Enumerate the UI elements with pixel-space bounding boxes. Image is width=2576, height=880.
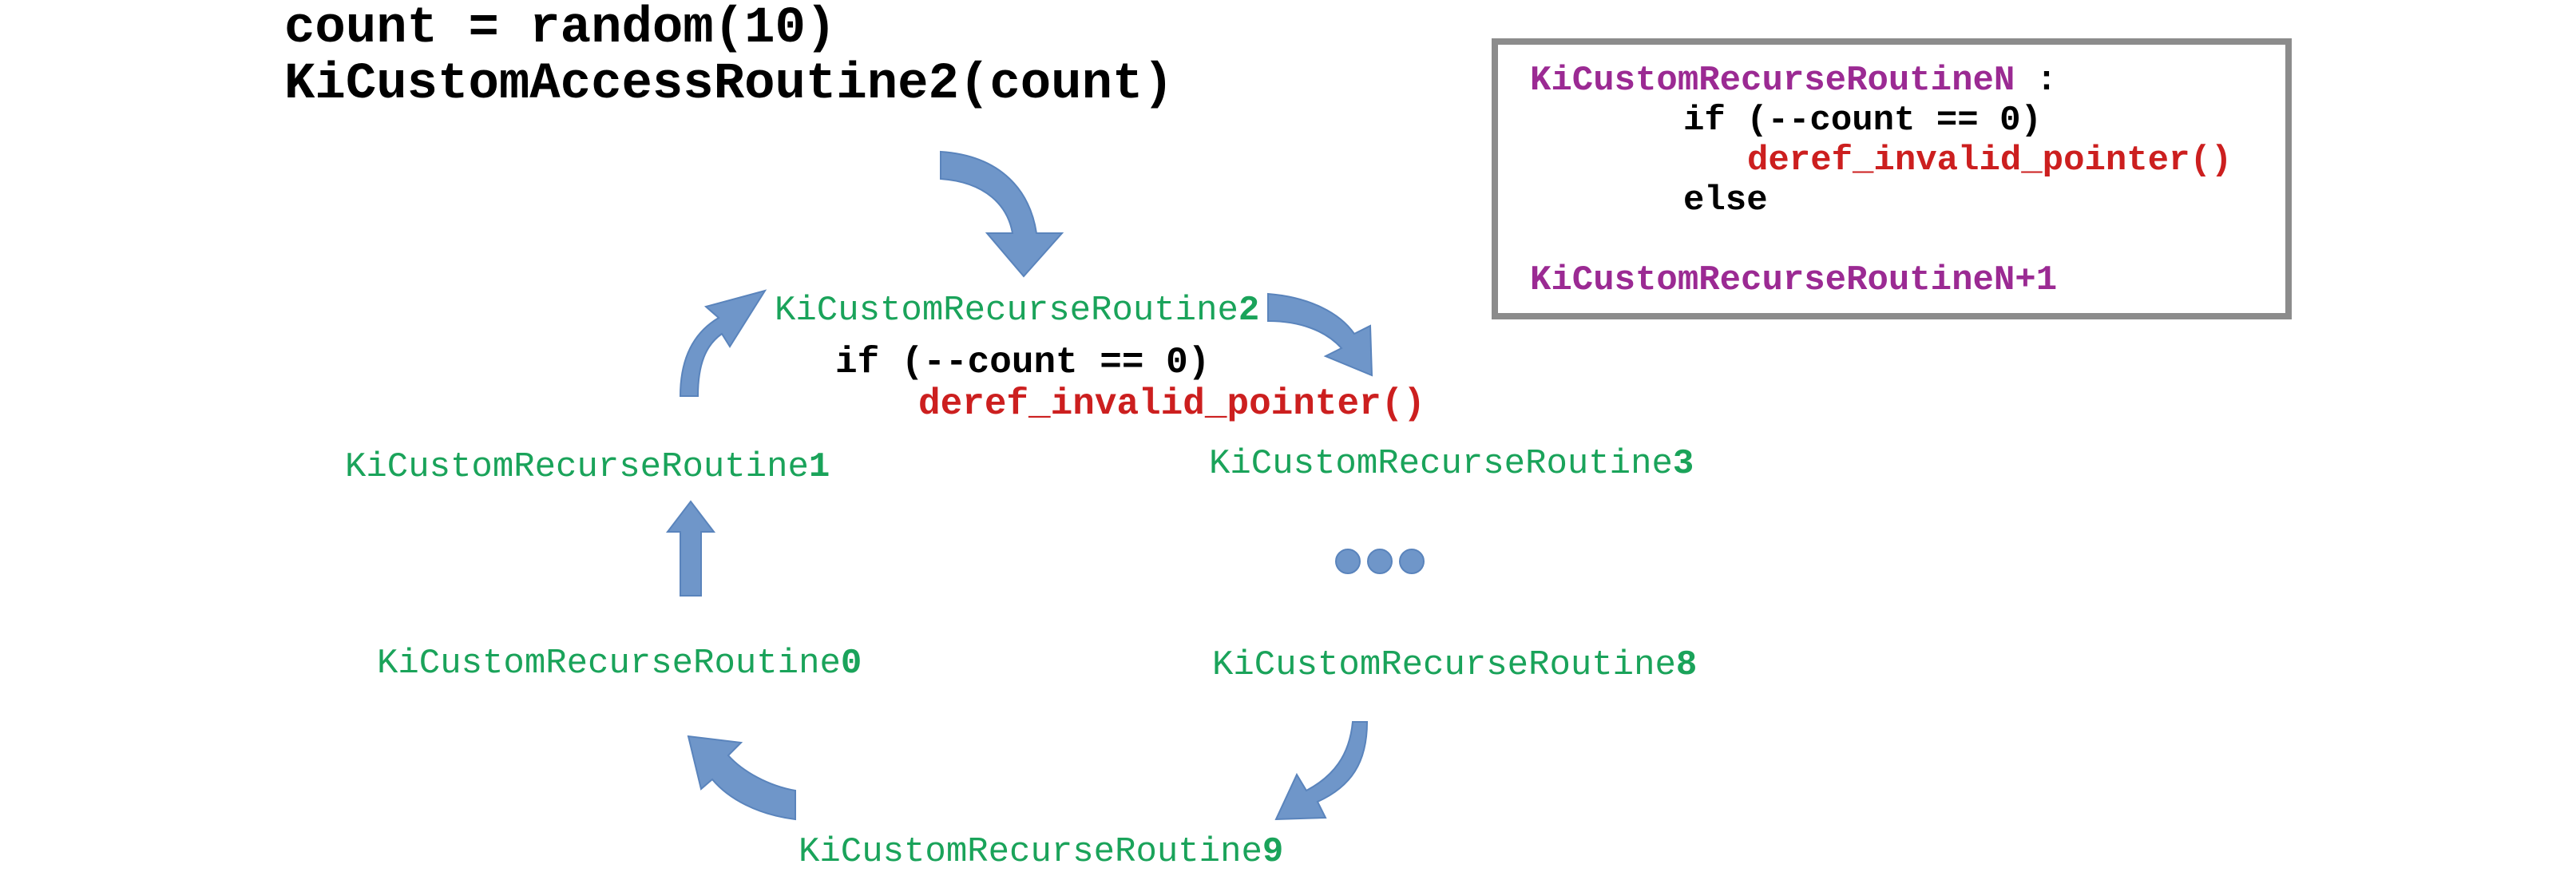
box-colon: : — [2015, 61, 2057, 101]
ellipsis-dots-icon — [1335, 549, 1425, 574]
routine-label-3: KiCustomRecurseRoutine3 — [1209, 444, 1694, 484]
routine-0-prefix: KiCustomRecurseRoutine — [377, 644, 841, 684]
routine-2-prefix: KiCustomRecurseRoutine — [775, 291, 1238, 331]
routine-2-number: 2 — [1238, 291, 1259, 331]
arrow-into-routine2-icon — [940, 150, 1064, 278]
box-routine-header: KiCustomRecurseRoutineN : — [1530, 61, 2057, 101]
routine-definition-box: KiCustomRecurseRoutineN : if (--count ==… — [1492, 38, 2292, 319]
arrow-routine2-to-routine3-icon — [1267, 292, 1373, 377]
center-action: deref_invalid_pointer() — [918, 383, 1425, 425]
routine-0-number: 0 — [841, 644, 862, 684]
routine-8-prefix: KiCustomRecurseRoutine — [1212, 645, 1676, 685]
routine-label-1: KiCustomRecurseRoutine1 — [345, 447, 830, 487]
routine-1-prefix: KiCustomRecurseRoutine — [345, 447, 809, 487]
routine-label-9: KiCustomRecurseRoutine9 — [799, 832, 1283, 872]
center-condition: if (--count == 0) — [835, 342, 1210, 383]
routine-1-number: 1 — [809, 447, 830, 487]
routine-9-number: 9 — [1262, 832, 1283, 872]
routine-3-number: 3 — [1673, 444, 1694, 484]
box-condition: if (--count == 0) — [1683, 101, 2042, 141]
routine-label-0: KiCustomRecurseRoutine0 — [377, 644, 862, 684]
arrow-routine1-to-routine2-icon — [679, 289, 767, 397]
box-routine-name: KiCustomRecurseRoutineN — [1530, 61, 2015, 101]
arrow-routine8-to-routine9-icon — [1274, 721, 1369, 821]
routine-9-prefix: KiCustomRecurseRoutine — [799, 832, 1262, 872]
top-code-line-2: KiCustomAccessRoutine2(count) — [284, 56, 1174, 113]
box-next-routine: KiCustomRecurseRoutineN+1 — [1530, 260, 2057, 300]
routine-8-number: 8 — [1676, 645, 1697, 685]
box-action: deref_invalid_pointer() — [1747, 141, 2232, 180]
box-else: else — [1683, 180, 1768, 220]
arrow-routine0-to-routine1-icon — [665, 500, 716, 597]
routine-3-prefix: KiCustomRecurseRoutine — [1209, 444, 1673, 484]
routine-label-2: KiCustomRecurseRoutine2 — [775, 291, 1259, 331]
routine-label-8: KiCustomRecurseRoutine8 — [1212, 645, 1697, 685]
top-code-line-1: count = random(10) — [284, 0, 836, 57]
arrow-routine9-to-routine0-icon — [687, 735, 796, 821]
